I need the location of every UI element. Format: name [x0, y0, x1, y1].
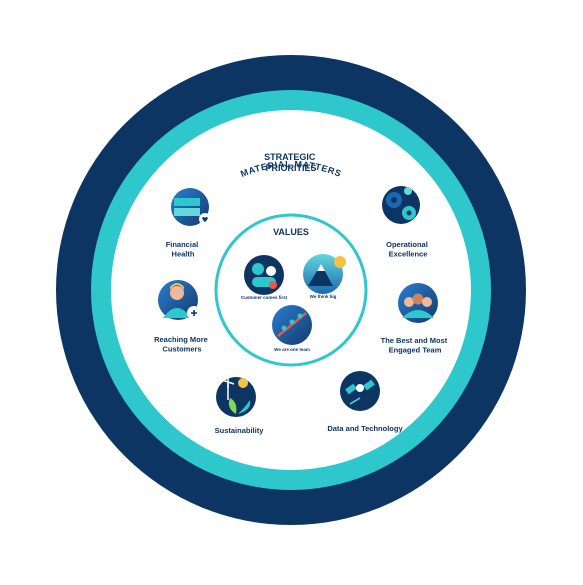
- priority-financial-health: Financial Health: [166, 240, 201, 259]
- data-technology-icon: [340, 371, 380, 411]
- we-think-big-icon: [303, 254, 346, 294]
- engaged-team-icon: [398, 283, 438, 323]
- financial-health-icon: [171, 188, 211, 226]
- priority-operational-excellence: Operational Excellence: [386, 240, 430, 259]
- priority-reaching-more-customers: Reaching More Customers: [154, 335, 210, 354]
- priority-data-technology: Data and Technology: [327, 424, 403, 433]
- priority-sustainability: Sustainability: [215, 426, 265, 435]
- operational-excellence-icon: [382, 186, 420, 224]
- values-circle: [214, 213, 368, 367]
- priority-engaged-team: The Best and Most Engaged Team: [381, 336, 450, 355]
- customer-comes-first-icon: [244, 255, 284, 295]
- sustainability-icon: [216, 376, 256, 417]
- values-title: VALUES: [273, 227, 309, 237]
- value-label-one-team: We are one team: [274, 347, 310, 352]
- value-label-customer: Customer comes first: [241, 295, 288, 300]
- strategic-priorities-title: STRATEGIC PRIORITIES: [264, 152, 318, 173]
- we-are-one-team-icon: [272, 305, 312, 345]
- reaching-more-customers-icon: [158, 280, 201, 320]
- value-label-think-big: We think big: [310, 294, 337, 299]
